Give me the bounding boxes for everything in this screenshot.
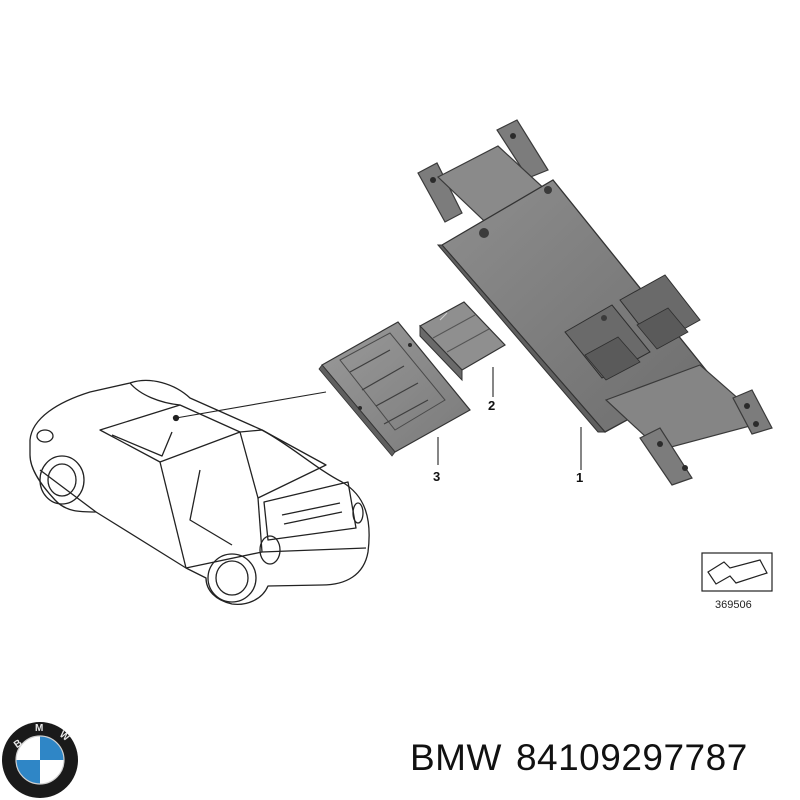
caption-part-number: 84109297787 [515, 737, 748, 778]
tray-part-3 [318, 321, 471, 457]
callout-1: 1 [576, 470, 583, 485]
leader-lines [175, 367, 582, 470]
part-caption: BMW 84109297787 [410, 737, 762, 779]
svg-text:M: M [35, 723, 43, 734]
caption-brand: BMW [410, 737, 502, 778]
module-part-2 [419, 301, 506, 382]
bmw-roundel-logo: B M W [2, 722, 78, 798]
arrow-icon [707, 559, 768, 585]
reference-box: 369506 [701, 552, 773, 611]
mounting-bracket-part-1 [417, 119, 773, 486]
callout-2: 2 [488, 398, 495, 413]
reference-number: 369506 [715, 599, 752, 611]
callout-3: 3 [433, 469, 440, 484]
car-outline-illustration [29, 379, 370, 606]
